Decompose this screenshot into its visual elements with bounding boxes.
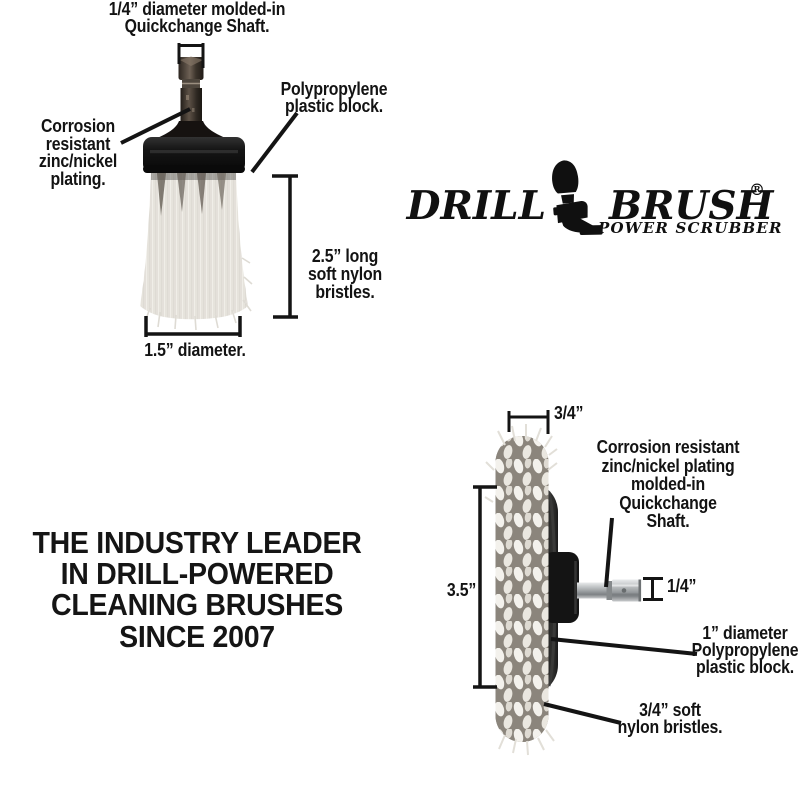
round-brush-diameter-label: 1.5” diameter.	[144, 340, 246, 360]
flat-brush-shaft-label: Corrosion resistant zinc/nickel plating …	[596, 437, 740, 532]
round-brush-plating-label: Corrosion resistant zinc/nickel plating.	[38, 116, 118, 189]
bristle-pointer-line	[543, 702, 622, 725]
stray-whiskers	[144, 257, 253, 331]
round-brush-shaft-label: 1/4” diameter molded-in Quickchange Shaf…	[108, 0, 286, 36]
round-brush-photo	[140, 56, 253, 331]
block-pointer-line	[550, 637, 698, 656]
flat-brush-diameter-label: 3.5”	[446, 580, 477, 600]
flat-brush-photo	[484, 424, 642, 756]
flat-brush-shaft-width-label: 1/4”	[667, 576, 697, 596]
logo-word-brush: BRUSH	[609, 183, 774, 229]
round-brush-dimension-lines	[120, 43, 299, 337]
headline-text: THE INDUSTRY LEADER IN DRILL-POWERED CLE…	[32, 525, 362, 654]
round-brush-block-label: Polypropylene plastic block.	[280, 79, 388, 116]
flat-brush-bristle-width-label: 3/4”	[554, 403, 584, 423]
flat-brush-bristle-label: 3/4” soft nylon bristles.	[617, 700, 723, 738]
flat-brush-block-label: 1” diameter Polypropylene plastic block.	[691, 623, 799, 677]
round-brush-bristle-label: 2.5” long soft nylon bristles.	[308, 246, 382, 302]
shaft-pointer-line	[604, 517, 614, 588]
logo-tagline: POWER SCRUBBER	[598, 219, 783, 237]
block-pointer-line	[250, 111, 299, 174]
drill-icon	[552, 160, 603, 235]
logo-word-drill: DRILL	[406, 183, 546, 229]
registered-trademark-symbol: ®	[749, 180, 765, 199]
plating-pointer-line	[120, 107, 191, 145]
disc-fringe-whiskers	[484, 424, 558, 756]
flat-brush-dimension-lines	[473, 410, 698, 725]
